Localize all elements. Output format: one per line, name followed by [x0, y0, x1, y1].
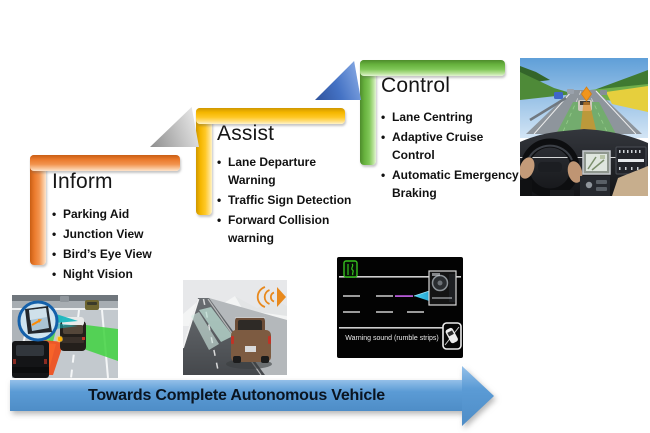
bullet-parking-aid: Parking Aid: [52, 205, 177, 223]
inform-bracket-horizontal-bar: [30, 155, 180, 171]
suv-car: [226, 317, 272, 369]
bullet-lane-centring: Lane Centring: [381, 108, 520, 126]
center-console: [580, 176, 610, 196]
speaker-inset: [428, 270, 457, 306]
inform-step-bracket: [30, 155, 180, 265]
black-suv: [12, 341, 49, 378]
blind-spot-monitoring-photo: [12, 295, 118, 378]
blue-step-triangle-icon: [315, 61, 361, 100]
assist-bracket-horizontal-bar: [196, 108, 345, 124]
bullet-automatic-emergency-braking: Automatic Emergency Braking: [381, 166, 520, 202]
arrow-body: Towards Complete Autonomous Vehicle: [10, 380, 463, 411]
gray-step-triangle-icon: [150, 107, 199, 147]
bullet-night-vision: Night Vision: [52, 265, 177, 283]
lane-keep-icon: [343, 260, 358, 278]
instrument-cluster-warning-photo: Warning sound (rumble strips): [337, 257, 463, 358]
speaker-icon: [256, 286, 286, 308]
step-assist-title: Assist: [217, 122, 275, 145]
lane-departure-warning-photo: [183, 280, 287, 375]
arrow-label: Towards Complete Autonomous Vehicle: [87, 386, 386, 404]
step-assist-list: Lane Departure Warning Traffic Sign Dete…: [217, 153, 364, 249]
control-step-bracket: [360, 60, 505, 165]
arrow-head-icon: [462, 366, 494, 426]
bullet-birds-eye-view: Bird’s Eye View: [52, 245, 177, 263]
inform-bracket-vertical-bar: [30, 155, 46, 265]
bullet-adaptive-cruise-control: Adaptive Cruise Control: [381, 128, 520, 164]
towards-autonomous-vehicle-arrow: Towards Complete Autonomous Vehicle: [10, 366, 494, 426]
side-mirror-icon: [17, 300, 78, 342]
assist-bracket-vertical-bar: [196, 108, 212, 215]
bullet-lane-departure-warning: Lane Departure Warning: [217, 153, 364, 189]
cluster-warning-caption: Warning sound (rumble strips): [345, 335, 439, 342]
assist-step-bracket: [196, 108, 345, 215]
control-bracket-horizontal-bar: [360, 60, 505, 76]
step-control-list: Lane Centring Adaptive Cruise Control Au…: [381, 108, 520, 204]
bullet-forward-collision-warning: Forward Collision warning: [217, 211, 364, 247]
nav-screen: [582, 150, 611, 175]
step-inform-list: Parking Aid Junction View Bird’s Eye Vie…: [52, 205, 177, 285]
bullet-junction-view: Junction View: [52, 225, 177, 243]
bullet-traffic-sign-detection: Traffic Sign Detection: [217, 191, 364, 209]
far-cars: [60, 296, 99, 310]
step-inform-title: Inform: [52, 170, 113, 193]
rumble-strip-icon: [442, 322, 462, 350]
control-bracket-vertical-bar: [360, 60, 376, 165]
step-control-title: Control: [381, 74, 451, 97]
autonomous-driving-interior-photo: [520, 58, 648, 196]
